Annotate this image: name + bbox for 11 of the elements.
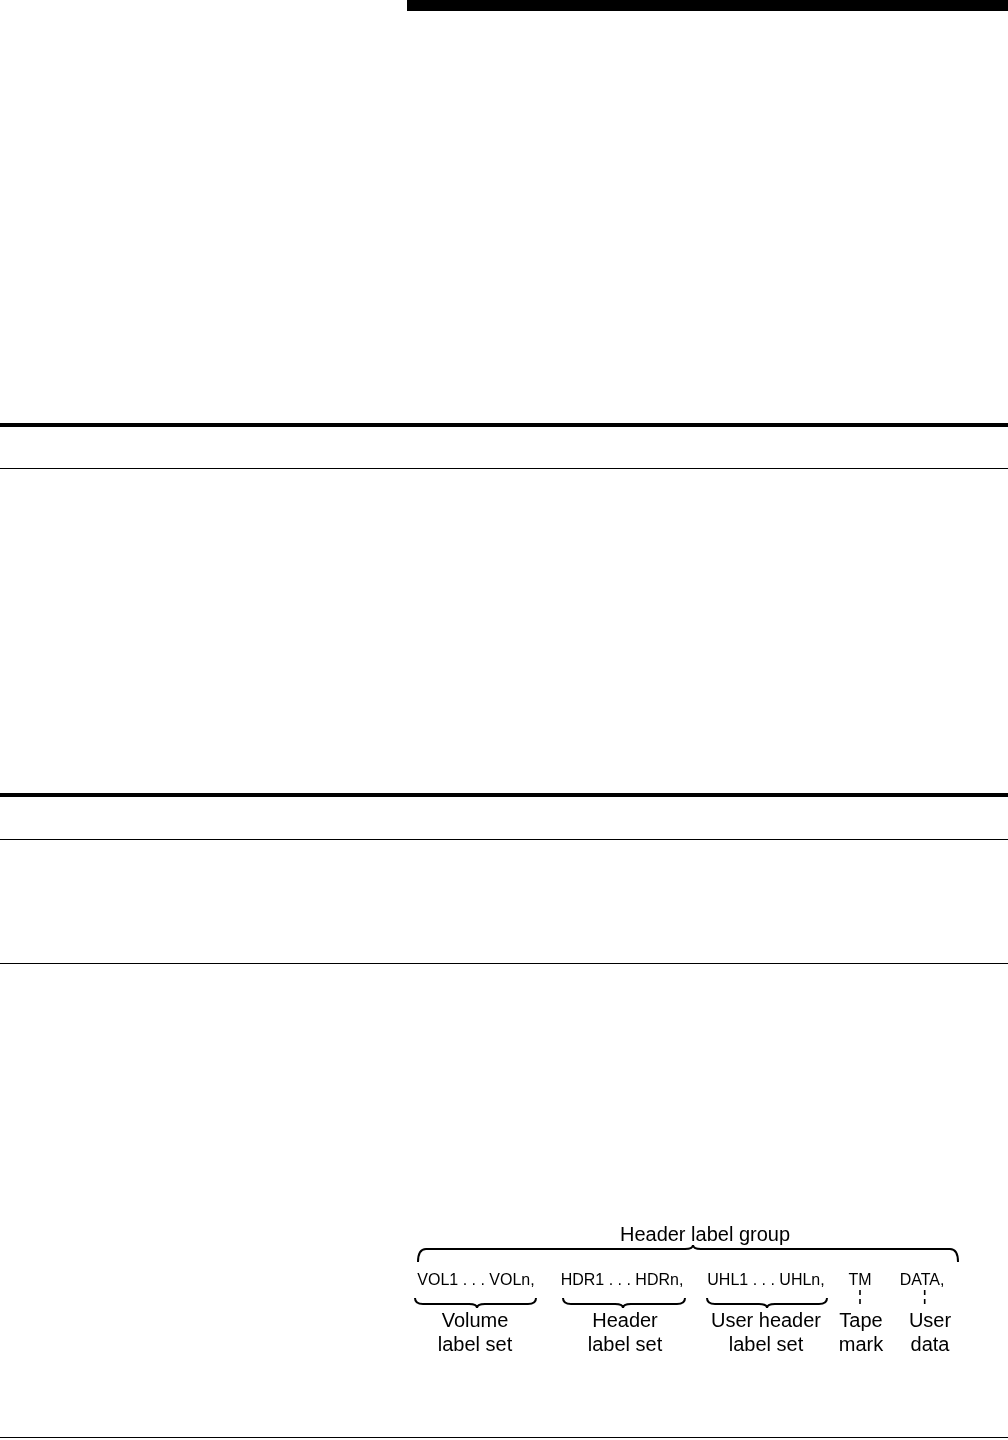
record-code: VOL1 . . . VOLn, [417,1271,535,1289]
description-text: User data [905,1308,955,1356]
record-code: HDR1 . . . HDRn, [560,1271,684,1289]
description-text: Volume label set [436,1308,514,1356]
description-text: User header label set [709,1308,823,1356]
description-text: Header label set [586,1308,664,1356]
record-code: UHL1 . . . UHLn, [707,1271,825,1289]
record-code: TM [848,1271,872,1289]
group-title: Header label group [619,1222,791,1246]
record-code: DATA, [899,1271,945,1289]
description-text: Tape mark [834,1308,888,1356]
